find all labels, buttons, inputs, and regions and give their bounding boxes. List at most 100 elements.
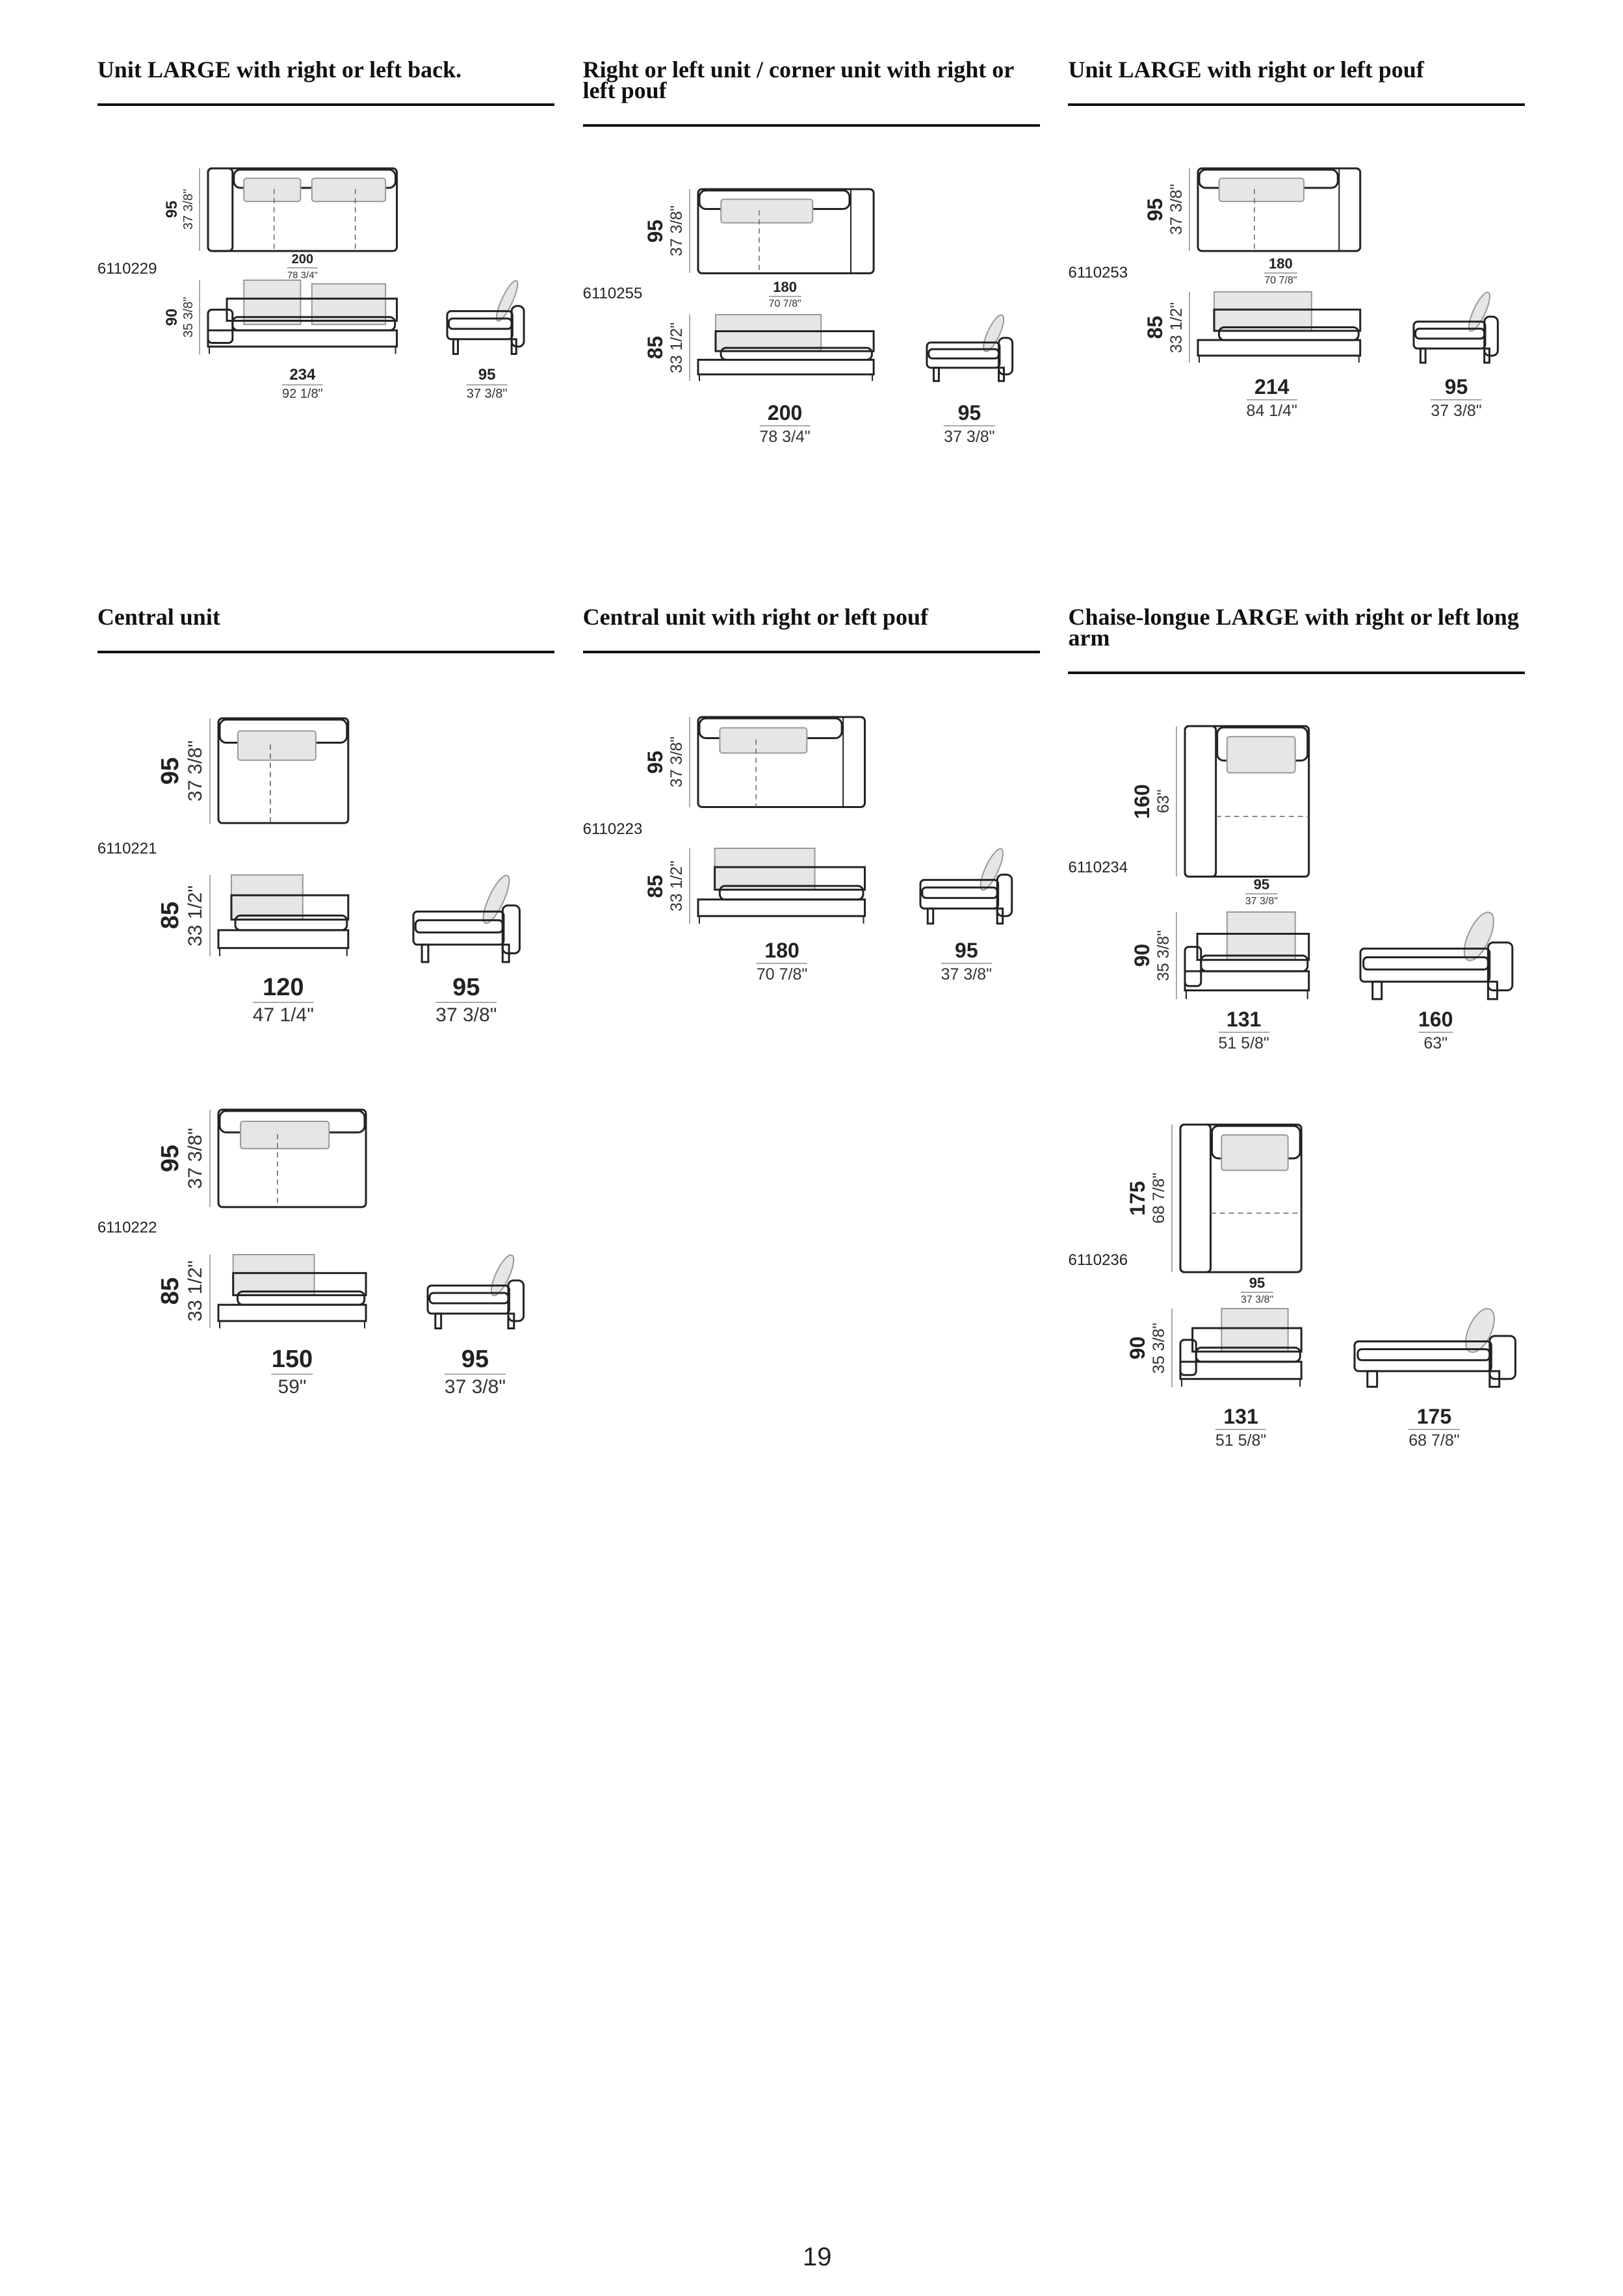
dimension-inches: 35 3/8" (1154, 930, 1173, 982)
dimension-cm: 95 (163, 200, 181, 218)
back-cushion (232, 1253, 315, 1296)
section-divider (582, 124, 1040, 127)
side-view-drawing (1412, 292, 1499, 364)
dimension-inches: 35 3/8" (1150, 1322, 1168, 1374)
dimension-cm: 180 (1268, 255, 1293, 272)
cushion (1221, 1134, 1289, 1171)
backrest (1483, 316, 1499, 358)
dimension-inches: 84 1/4" (1246, 398, 1297, 421)
leg (434, 1312, 443, 1329)
dimension-cm: 131 (1223, 1405, 1258, 1429)
dimension-cm: 85 (643, 335, 667, 359)
dimension-line (1189, 168, 1191, 251)
cushion (1226, 736, 1296, 774)
dimension-inches: 37 3/8" (1431, 398, 1482, 421)
backrest (507, 1279, 525, 1322)
dimension-cm: 95 (955, 938, 978, 962)
dimension-inches: 37 3/8" (184, 1127, 206, 1189)
dimension-cm: 200 (767, 401, 803, 425)
armrest (1179, 1123, 1212, 1273)
dimension-cm: 85 (643, 874, 667, 898)
dimension-cm: 90 (163, 308, 181, 326)
back-cushion (714, 848, 816, 891)
side-view-drawing (1359, 911, 1514, 1000)
dimension-line (688, 314, 690, 381)
dimension-inches: 37 3/8" (466, 384, 508, 402)
leg (1487, 980, 1498, 1000)
dimension-inches: 37 3/8" (941, 962, 993, 984)
section-title: Right or left unit / corner unit with ri… (582, 56, 1014, 103)
leg (501, 943, 510, 963)
dimension-cm: 175 (1416, 1405, 1452, 1429)
back-cushion (1221, 1308, 1289, 1353)
dimension-inches: 59" (271, 1374, 313, 1398)
leg (932, 366, 940, 382)
base (697, 898, 866, 917)
dimension-cm: 95 (156, 1144, 184, 1173)
top-view-drawing (217, 717, 350, 825)
armrest (207, 167, 234, 252)
sofa-outline (697, 188, 875, 274)
back-cushion (482, 874, 510, 924)
dimension-cm: 214 (1254, 374, 1290, 398)
sofa-outline (217, 1108, 367, 1208)
dimension-cm: 160 (1418, 1008, 1453, 1032)
section-divider (97, 103, 554, 106)
backrest (1488, 1335, 1516, 1381)
seat-cushion (447, 317, 513, 330)
dimension-inches: 68 7/8" (1409, 1429, 1460, 1450)
leg (997, 366, 1005, 382)
dimension-inches: 37 3/8" (944, 425, 995, 447)
product-code: 6110255 (582, 285, 643, 303)
front-view-drawing (697, 313, 875, 381)
dimension-line (1175, 911, 1177, 999)
backrest (232, 1272, 367, 1296)
back-cushion (1214, 291, 1313, 332)
dimension-cm: 150 (271, 1346, 313, 1374)
back-cushion (982, 314, 1004, 352)
leg (1488, 1370, 1501, 1389)
dimension-inches: 51 5/8" (1215, 1429, 1267, 1450)
front-view-drawing (1197, 291, 1362, 363)
section-divider (1068, 671, 1526, 674)
product-code: 6110222 (97, 1219, 157, 1237)
sofa-outline (697, 716, 866, 809)
dimension-inches: 37 3/8" (1240, 1292, 1274, 1306)
dimension-inches: 92 1/8" (281, 384, 323, 402)
leg (996, 907, 1004, 925)
page-number: 19 (803, 2243, 832, 2271)
cushion (1218, 177, 1305, 202)
dimension-inches: 68 7/8" (1150, 1173, 1168, 1224)
leg (510, 338, 517, 356)
base (217, 1303, 367, 1322)
dimension-inches: 33 1/2" (667, 322, 686, 373)
cushion (240, 1121, 330, 1149)
dimension-cm: 180 (773, 279, 797, 296)
product-code: 6110253 (1068, 264, 1128, 282)
back-cushion (1468, 292, 1490, 332)
section-title: Central unit with right or left pouf (582, 603, 928, 630)
dimension-cm: 95 (452, 974, 480, 1002)
product-code: 6110221 (97, 839, 157, 857)
dimension-inches: 37 3/8" (184, 740, 206, 802)
dimension-inches: 35 3/8" (181, 296, 196, 338)
dimension-line (1175, 725, 1177, 877)
front-view-drawing (1184, 911, 1310, 999)
dimension-inches: 78 3/4" (287, 267, 318, 281)
dimension-line (688, 189, 690, 273)
dimension-inches: 70 7/8" (756, 962, 808, 984)
